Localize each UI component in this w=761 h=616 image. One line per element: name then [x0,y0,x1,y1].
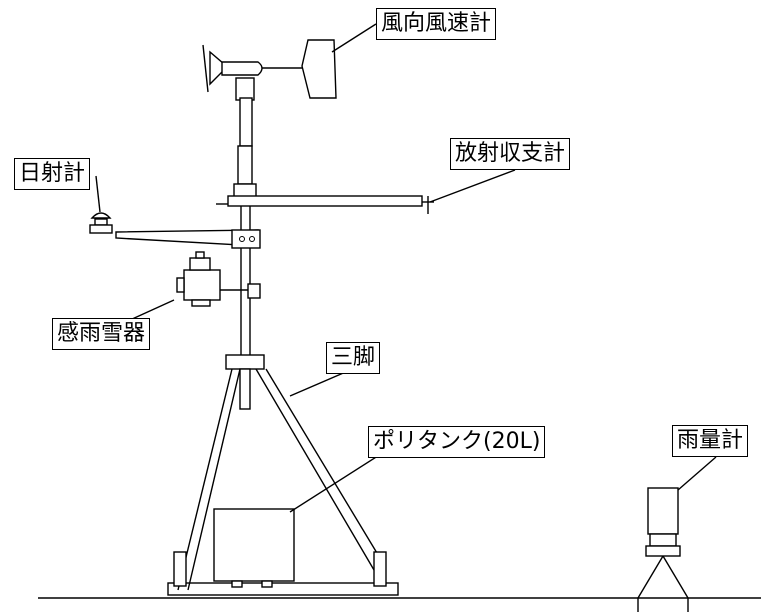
mast [233,145,257,355]
leader-pyranometer [95,175,101,213]
leader-poly-tank [289,451,385,513]
leader-net-radiometer [429,169,516,203]
poly-tank [213,508,295,588]
leader-rain-gauge [677,456,717,491]
pyranometer-arm [89,212,261,249]
base-plate [167,582,399,596]
leader-tripod [289,370,349,397]
tripod [173,354,387,591]
label-poly-tank: ポリタンク(20L) [368,426,546,458]
leader-anemometer [331,23,377,53]
precipitation-sensor [176,251,261,307]
rain-gauge [637,487,689,612]
anemometer [202,39,337,147]
label-pyranometer: 日射計 [14,158,91,190]
label-anemometer: 風向風速計 [376,8,497,40]
label-rain-gauge: 雨量計 [672,425,749,457]
leader-precipitation [129,299,175,321]
label-net-radiometer: 放射収支計 [450,138,571,170]
label-tripod: 三脚 [326,342,381,374]
label-precipitation-sensor: 感雨雪器 [52,318,151,350]
net-radiometer-arm [216,195,434,214]
